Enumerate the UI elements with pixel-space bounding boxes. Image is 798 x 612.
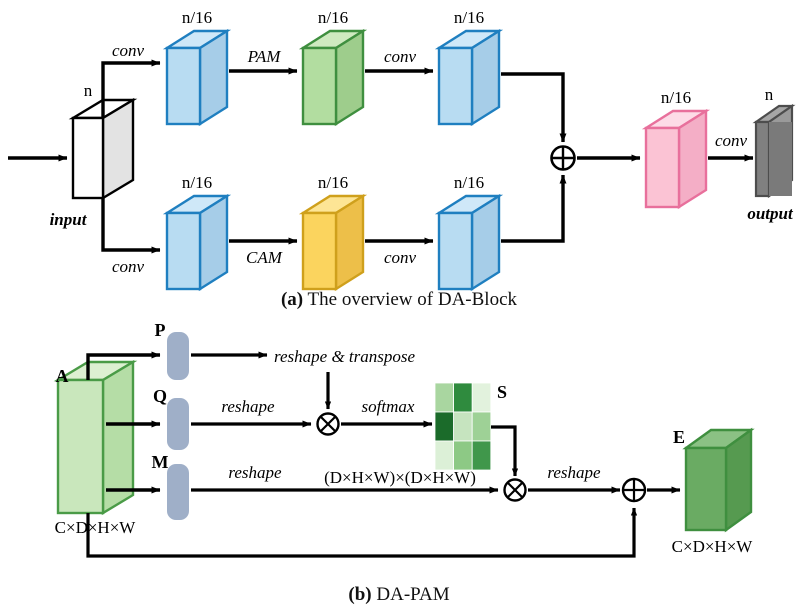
conv-bot-cube-label: n/16 xyxy=(182,173,212,192)
matrix-cell xyxy=(471,382,492,413)
cam-cube-label: n/16 xyxy=(318,173,348,192)
panel-a-caption: (a) The overview of DA-Block xyxy=(281,289,518,310)
panel-a-caption-text: The overview of DA-Block xyxy=(303,289,517,310)
q-branch-label: Q xyxy=(153,386,167,406)
conv-top-cube xyxy=(162,28,232,127)
conv-label-top-1: conv xyxy=(112,41,145,60)
add-node-panel-a xyxy=(550,145,576,171)
add-node-panel-b xyxy=(621,477,647,503)
output-cube xyxy=(752,103,796,199)
matrix-cell xyxy=(453,411,473,442)
fused-cube-label: n/16 xyxy=(661,88,691,107)
panel-b: A C×D×H×W P Q M reshape & transpose resh… xyxy=(53,320,755,605)
input-cube xyxy=(68,97,138,201)
panel-a-caption-prefix: (a) xyxy=(281,289,303,310)
panel-b-caption-text: DA-PAM xyxy=(372,584,450,605)
skip-connection-path xyxy=(86,507,638,558)
conv-label-bottom-1: conv xyxy=(112,257,145,276)
arrow-a-to-p xyxy=(86,351,161,380)
conv-top-cube-label: n/16 xyxy=(182,8,212,27)
output-label: output xyxy=(747,204,794,223)
s-matrix-label: S xyxy=(497,382,507,402)
a-tensor-label: A xyxy=(56,366,69,386)
matrix-cell xyxy=(434,382,455,413)
matrix-cell xyxy=(471,440,492,471)
conv-top2-cube-label: n/16 xyxy=(454,8,484,27)
panel-b-caption-prefix: (b) xyxy=(348,584,371,605)
arrow-s-to-matmul2 xyxy=(491,425,519,477)
conv-bot2-cube xyxy=(434,193,504,292)
conv-label-output: conv xyxy=(715,131,748,150)
matrix-cell xyxy=(434,440,455,471)
matmul-node-1 xyxy=(316,412,340,436)
matrix-cell xyxy=(453,382,473,413)
conv-bot-cube xyxy=(162,193,232,292)
pam-cube xyxy=(298,28,368,127)
reshape-label-m: reshape xyxy=(228,463,282,482)
pam-label: PAM xyxy=(247,47,282,66)
matmul-node-2 xyxy=(503,478,527,502)
e-dims-label: C×D×H×W xyxy=(672,537,754,556)
m-branch-label: M xyxy=(152,452,169,472)
output-cube-label: n xyxy=(765,85,774,104)
p-branch-bar xyxy=(167,332,189,380)
branch-bottom-path xyxy=(101,198,161,254)
conv-label-top-2: conv xyxy=(384,47,417,66)
merge-bottom-path xyxy=(501,174,567,243)
matrix-cell xyxy=(434,411,455,442)
conv-bot2-cube-label: n/16 xyxy=(454,173,484,192)
reshape-label-q: reshape xyxy=(221,397,275,416)
panel-a: n input conv conv n/16 PAM n/16 xyxy=(8,8,796,310)
input-label: input xyxy=(50,210,88,229)
fused-cube xyxy=(641,108,711,210)
matrix-dims-label: (D×H×W)×(D×H×W) xyxy=(324,468,476,487)
a-dims-label: C×D×H×W xyxy=(55,518,137,537)
branch-top-path xyxy=(101,59,161,118)
q-branch-bar xyxy=(167,398,189,450)
input-cube-channel-label: n xyxy=(84,81,93,100)
merge-top-path xyxy=(501,72,567,143)
a-cube xyxy=(53,359,138,516)
e-cube xyxy=(682,427,755,533)
reshape-label-out: reshape xyxy=(547,463,601,482)
matrix-cell xyxy=(471,411,492,442)
cam-label: CAM xyxy=(246,248,283,267)
e-tensor-label: E xyxy=(673,427,685,447)
p-branch-label: P xyxy=(155,320,166,340)
conv-top2-cube xyxy=(434,28,504,127)
pam-cube-label: n/16 xyxy=(318,8,348,27)
softmax-label: softmax xyxy=(362,397,415,416)
m-branch-bar xyxy=(167,464,189,520)
conv-label-bottom-2: conv xyxy=(384,248,417,267)
panel-b-caption: (b) DA-PAM xyxy=(348,584,449,605)
reshape-transpose-label: reshape & transpose xyxy=(274,347,415,366)
attention-matrix-s xyxy=(434,382,492,471)
matrix-cell xyxy=(453,440,473,471)
cam-cube xyxy=(298,193,368,292)
